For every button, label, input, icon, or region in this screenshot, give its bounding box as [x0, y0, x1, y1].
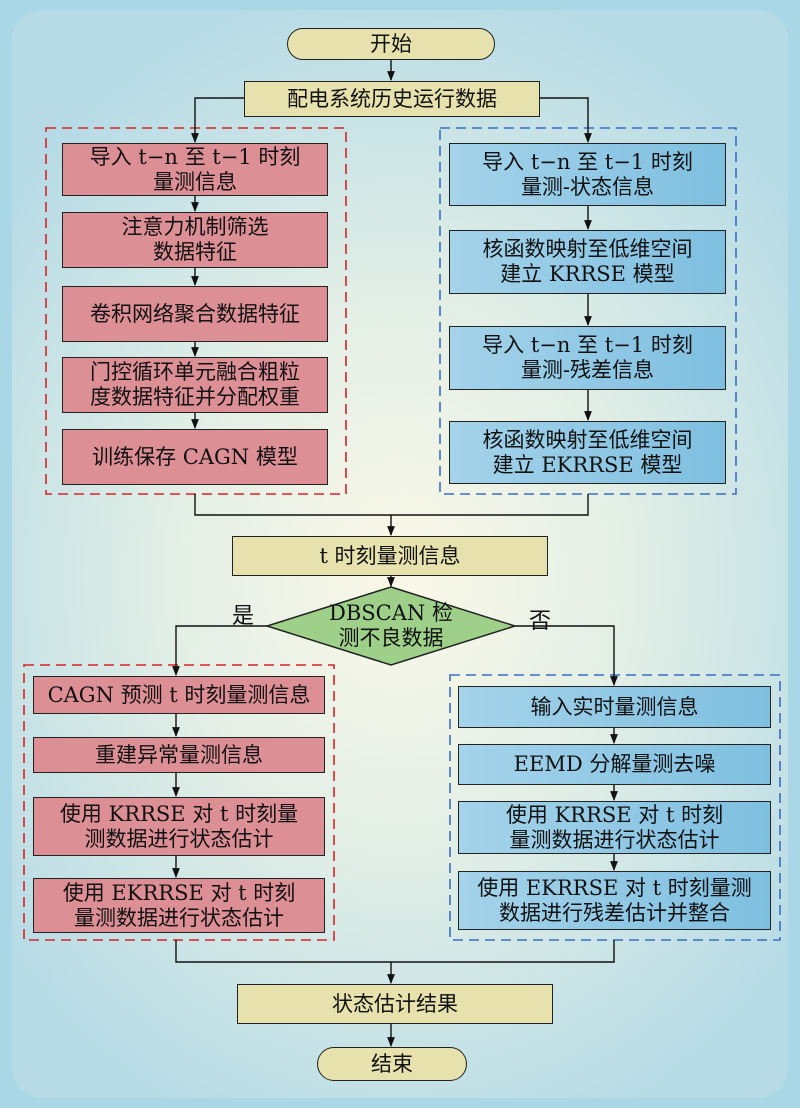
right-step-1: 导入 t−n 至 t−1 时刻量测-状态信息: [449, 143, 726, 206]
end-node: 结束: [317, 1047, 467, 1081]
right-step-4: 核函数映射至低维空间建立 EKRRSE 模型: [449, 421, 726, 484]
result-box: 状态估计结果: [237, 984, 553, 1024]
t-measurement-box: t 时刻量测信息: [232, 536, 548, 576]
yes-step-4: 使用 EKRRSE 对 t 时刻量测数据进行状态估计: [33, 878, 325, 933]
no-step-2: EEMD 分解量测去噪: [458, 744, 771, 785]
history-data-box: 配电系统历史运行数据: [244, 81, 540, 117]
no-step-4: 使用 EKRRSE 对 t 时刻量测数据进行残差估计并整合: [458, 871, 771, 930]
left-step-3: 卷积网络聚合数据特征: [62, 286, 328, 342]
yes-step-1: CAGN 预测 t 时刻量测信息: [33, 676, 325, 714]
no-label: 否: [529, 609, 552, 634]
yes-step-3: 使用 KRRSE 对 t 时刻量测数据进行状态估计: [33, 797, 325, 856]
right-step-2: 核函数映射至低维空间建立 KRRSE 模型: [449, 230, 726, 294]
yes-group-frame: [23, 664, 335, 941]
left-step-2: 注意力机制筛选数据特征: [62, 212, 328, 268]
decision-label: DBSCAN 检测不良数据: [329, 601, 453, 650]
no-step-3: 使用 KRRSE 对 t 时刻量测数据进行状态估计: [458, 801, 771, 854]
decision-diamond: [264, 586, 518, 666]
right-step-3: 导入 t−n 至 t−1 时刻量测-残差信息: [449, 326, 726, 390]
left-group-frame: [45, 127, 347, 495]
left-step-1: 导入 t−n 至 t−1 时刻量测信息: [62, 143, 328, 196]
left-step-4: 门控循环单元融合粗粒度数据特征并分配权重: [62, 357, 328, 413]
yes-step-2: 重建异常量测信息: [33, 737, 325, 773]
start-node: 开始: [287, 28, 495, 60]
left-step-5: 训练保存 CAGN 模型: [62, 429, 328, 485]
no-step-1: 输入实时量测信息: [458, 686, 771, 728]
yes-label: 是: [232, 604, 255, 629]
no-group-frame: [449, 674, 781, 941]
